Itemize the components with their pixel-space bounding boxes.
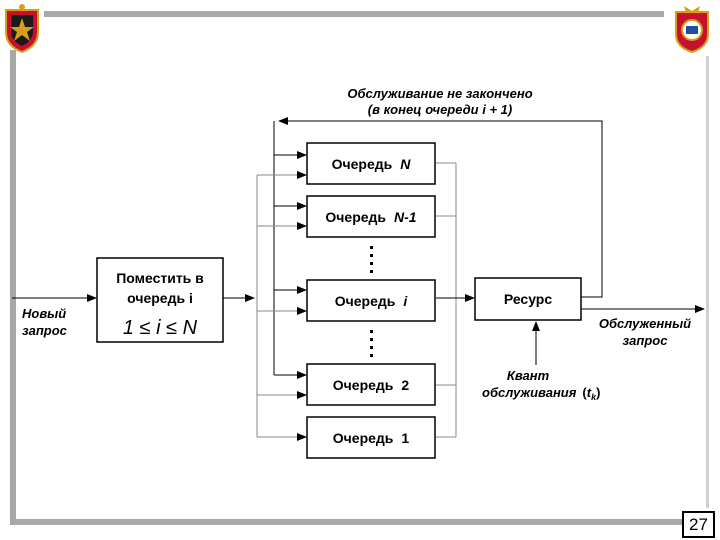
place-in-queue-box: [96, 257, 224, 343]
ellipsis-dots-upper: [370, 246, 373, 273]
place-box-formula: 1 ≤ i ≤ N: [123, 317, 198, 339]
queue-2: Очередь 2: [306, 363, 436, 406]
queue-1: Очередь 1: [306, 416, 436, 459]
collector-lines: [436, 162, 457, 438]
queue-1-word: Очередь: [333, 430, 394, 446]
queue-n-minus-1: Очередь N-1: [306, 195, 436, 238]
queue-n-minus-1-word: Очередь: [325, 209, 386, 225]
served-label-line1: Обслуженный: [599, 316, 691, 331]
feedback-entries: [274, 151, 307, 379]
feedback-loop: [273, 117, 603, 375]
frame-left-bar: [10, 50, 16, 525]
new-request-label-line1: Новый: [22, 306, 66, 321]
ellipsis-dots-lower: [370, 330, 373, 357]
resource-box: [474, 277, 582, 321]
quantum-label-line1: Квант: [507, 368, 550, 383]
queue-i-suffix: i: [403, 293, 408, 309]
resource-label: Ресурс: [504, 291, 553, 307]
queue-n-suffix: N: [400, 156, 411, 172]
quantum-symbol: t: [587, 385, 592, 400]
place-box-line1: Поместить в: [116, 270, 204, 286]
frame-top-bar: [44, 11, 664, 17]
queue-2-word: Очередь: [333, 377, 394, 393]
quantum-label-line2: обслуживания(tk): [482, 385, 600, 402]
place-box-line2: очередь i: [127, 290, 193, 306]
emblem-right-icon: [675, 6, 709, 54]
emblem-left-icon: [5, 4, 39, 54]
queue-n-minus-1-suffix: N-1: [394, 209, 417, 225]
dispatch-lines: [222, 171, 307, 441]
queue-1-suffix: 1: [401, 430, 409, 446]
frame-right-bar: [706, 56, 709, 508]
queue-i: Очередь i: [306, 279, 436, 322]
page-number: 27: [682, 511, 715, 538]
feedback-label-line2: (в конец очереди i + 1): [368, 102, 512, 117]
queue-i-word: Очередь: [335, 293, 396, 309]
new-request-label-line2: запрос: [22, 323, 68, 338]
queue-2-suffix: 2: [401, 377, 409, 393]
quantum-subscript: k: [591, 392, 597, 402]
queue-n: Очередь N: [306, 142, 436, 185]
quantum-word: обслуживания: [482, 385, 577, 400]
queue-n-word: Очередь: [332, 156, 393, 172]
served-label-line2: запрос: [623, 333, 669, 348]
feedback-label-line1: Обслуживание не закончено: [347, 86, 532, 101]
frame-bottom-bar: [10, 519, 682, 525]
